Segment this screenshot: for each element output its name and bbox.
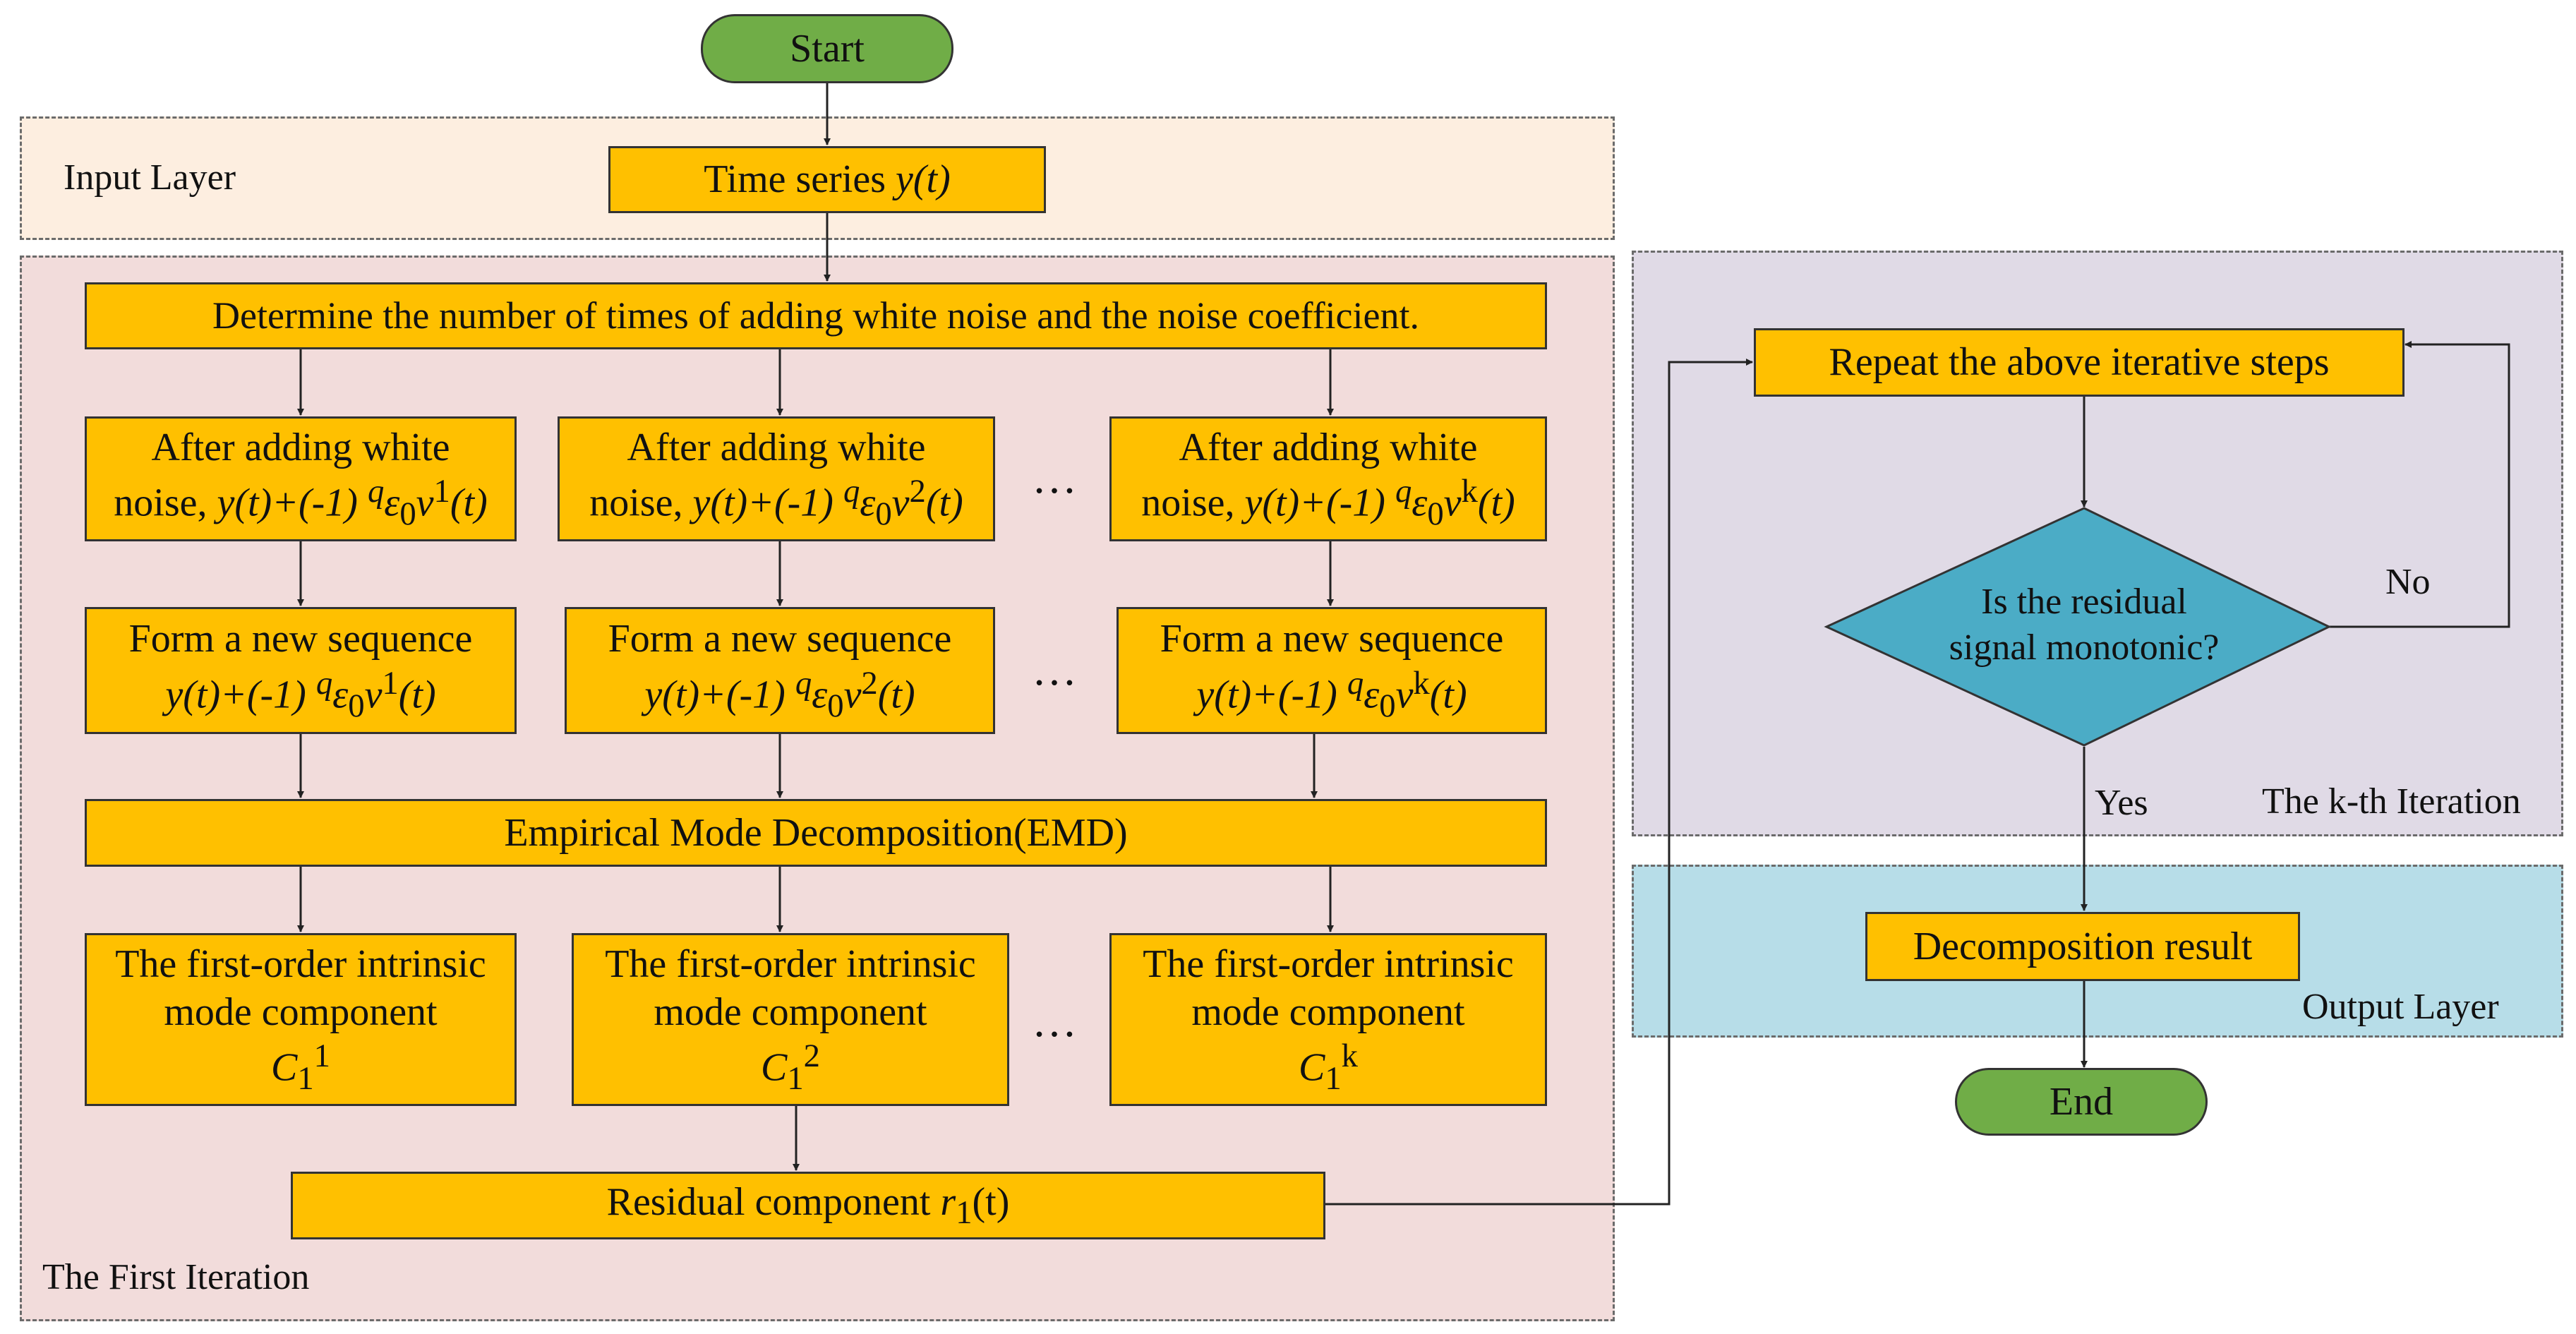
sequence-box-1: Form a new sequence y(t)+(-1) qε0v1(t)	[85, 607, 517, 734]
decomposition-result-box: Decomposition result	[1865, 912, 2300, 981]
ellipsis-noise: …	[1032, 452, 1080, 503]
noise-box-k: After adding white noise, y(t)+(-1) qε0v…	[1109, 416, 1547, 541]
imf-box-1: The first-order intrinsic mode component…	[85, 933, 517, 1106]
sequence-box-k: Form a new sequence y(t)+(-1) qε0vk(t)	[1117, 607, 1547, 734]
time-series-box: Time series y(t)	[608, 146, 1046, 213]
determine-noise-box: Determine the number of times of adding …	[85, 282, 1547, 349]
arrow-residual-to-repeat	[1325, 359, 1753, 1206]
end-terminal: End	[1955, 1068, 2208, 1136]
sequence-box-2: Form a new sequence y(t)+(-1) qε0v2(t)	[565, 607, 995, 734]
residual-box: Residual component r1(t)	[291, 1172, 1325, 1239]
decision-text: Is the residual signal monotonic?	[1949, 582, 2220, 668]
noise-box-1: After adding white noise, y(t)+(-1) qε0v…	[85, 416, 517, 541]
emd-box: Empirical Mode Decomposition(EMD)	[85, 799, 1547, 867]
output-layer-label: Output Layer	[2302, 987, 2499, 1027]
input-layer-label: Input Layer	[64, 157, 236, 198]
imf-box-2: The first-order intrinsic mode component…	[572, 933, 1009, 1106]
kth-iteration-label: The k-th Iteration	[2262, 781, 2521, 822]
ellipsis-imf: …	[1032, 996, 1080, 1046]
imf-box-k: The first-order intrinsic mode component…	[1109, 933, 1547, 1106]
ellipsis-sequence: …	[1032, 644, 1080, 695]
no-label: No	[2385, 562, 2431, 602]
repeat-box: Repeat the above iterative steps	[1754, 328, 2405, 397]
noise-box-2: After adding white noise, y(t)+(-1) qε0v…	[558, 416, 995, 541]
decision-diamond	[1824, 507, 2332, 747]
arrow-no-loop	[2329, 341, 2510, 628]
start-terminal: Start	[701, 14, 953, 83]
first-iteration-label: The First Iteration	[42, 1257, 310, 1297]
yes-label: Yes	[2095, 783, 2148, 823]
